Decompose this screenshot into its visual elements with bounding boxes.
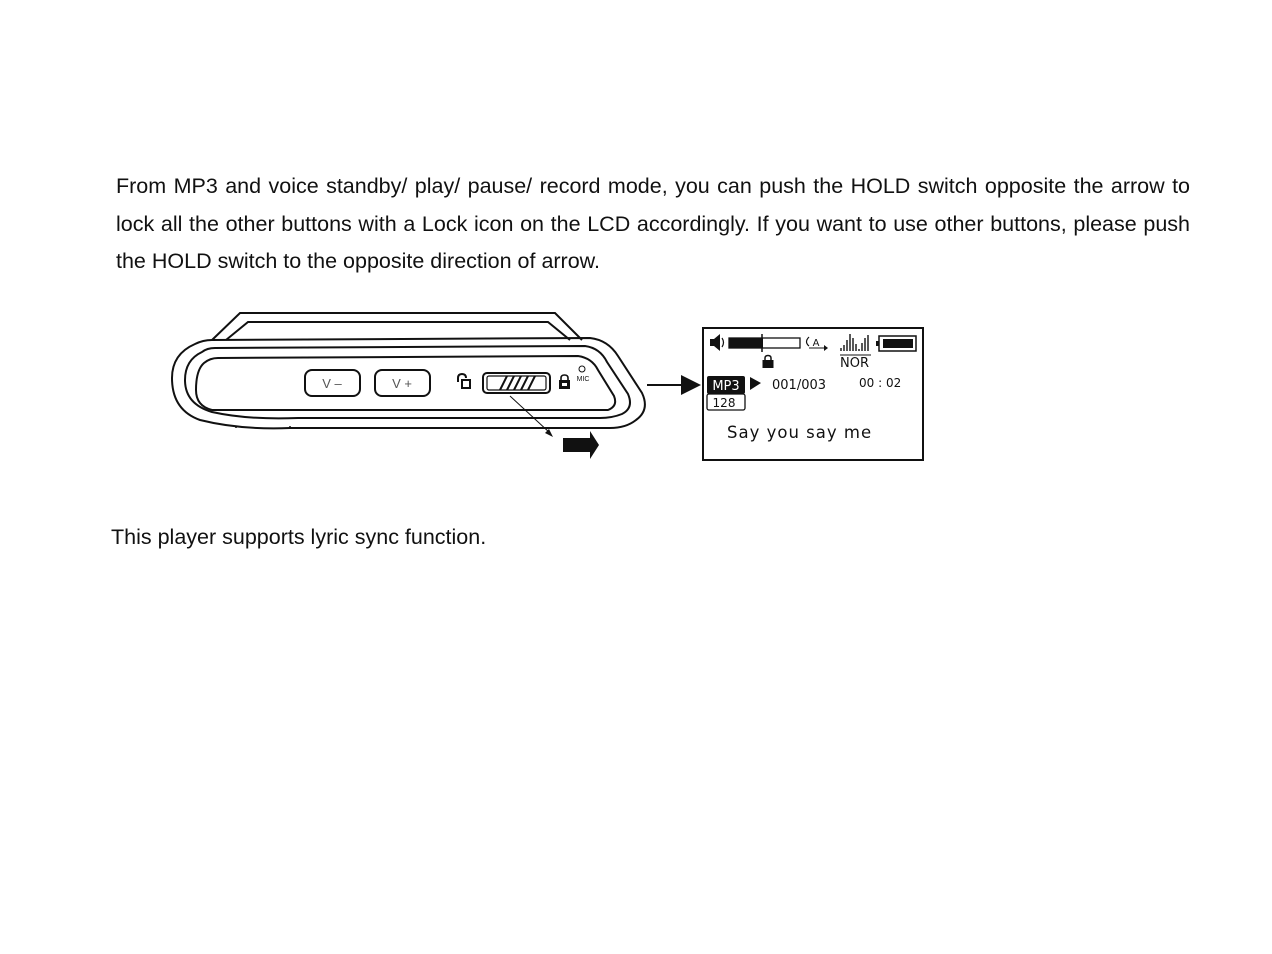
hold-switch[interactable] bbox=[482, 372, 551, 394]
track-counter: 001/003 bbox=[772, 378, 826, 393]
play-time: 00 : 02 bbox=[859, 376, 901, 390]
hold-instructions-paragraph: From MP3 and voice standby/ play/ pause/… bbox=[116, 174, 1190, 273]
mode-label: MP3 bbox=[712, 379, 739, 394]
volume-down-button[interactable]: V – bbox=[304, 369, 361, 397]
mic-hole bbox=[578, 365, 586, 373]
battery-icon bbox=[876, 335, 917, 352]
unlock-icon bbox=[457, 372, 471, 389]
slide-direction-pointer bbox=[509, 395, 553, 437]
lock-icon bbox=[559, 374, 570, 389]
volume-up-button[interactable]: V + bbox=[374, 369, 431, 397]
lyric-line: Say you say me bbox=[727, 423, 872, 442]
eq-mode-label: NOR bbox=[840, 356, 869, 371]
arrow-to-lcd-icon bbox=[647, 375, 701, 395]
lcd-lock-icon bbox=[762, 354, 774, 368]
mic-label: MIC bbox=[577, 376, 590, 383]
speaker-icon bbox=[710, 334, 725, 351]
push-direction-arrow-icon bbox=[563, 431, 599, 459]
play-icon bbox=[750, 377, 761, 390]
lyric-sync-paragraph: This player supports lyric sync function… bbox=[111, 525, 487, 549]
volume-bar bbox=[728, 334, 801, 352]
repeat-label: A bbox=[813, 338, 820, 349]
mp3-mode-badge: MP3 bbox=[707, 376, 745, 394]
bitrate-label: 128 bbox=[713, 396, 736, 410]
mp3-player-device bbox=[170, 312, 646, 430]
repeat-a-icon: A bbox=[805, 336, 828, 351]
volume-down-label: V – bbox=[322, 376, 342, 391]
equalizer-icon bbox=[840, 334, 869, 351]
volume-up-label: V + bbox=[392, 376, 412, 391]
bitrate-badge: 128 bbox=[706, 393, 746, 411]
lcd-screen: A NOR bbox=[702, 327, 924, 461]
